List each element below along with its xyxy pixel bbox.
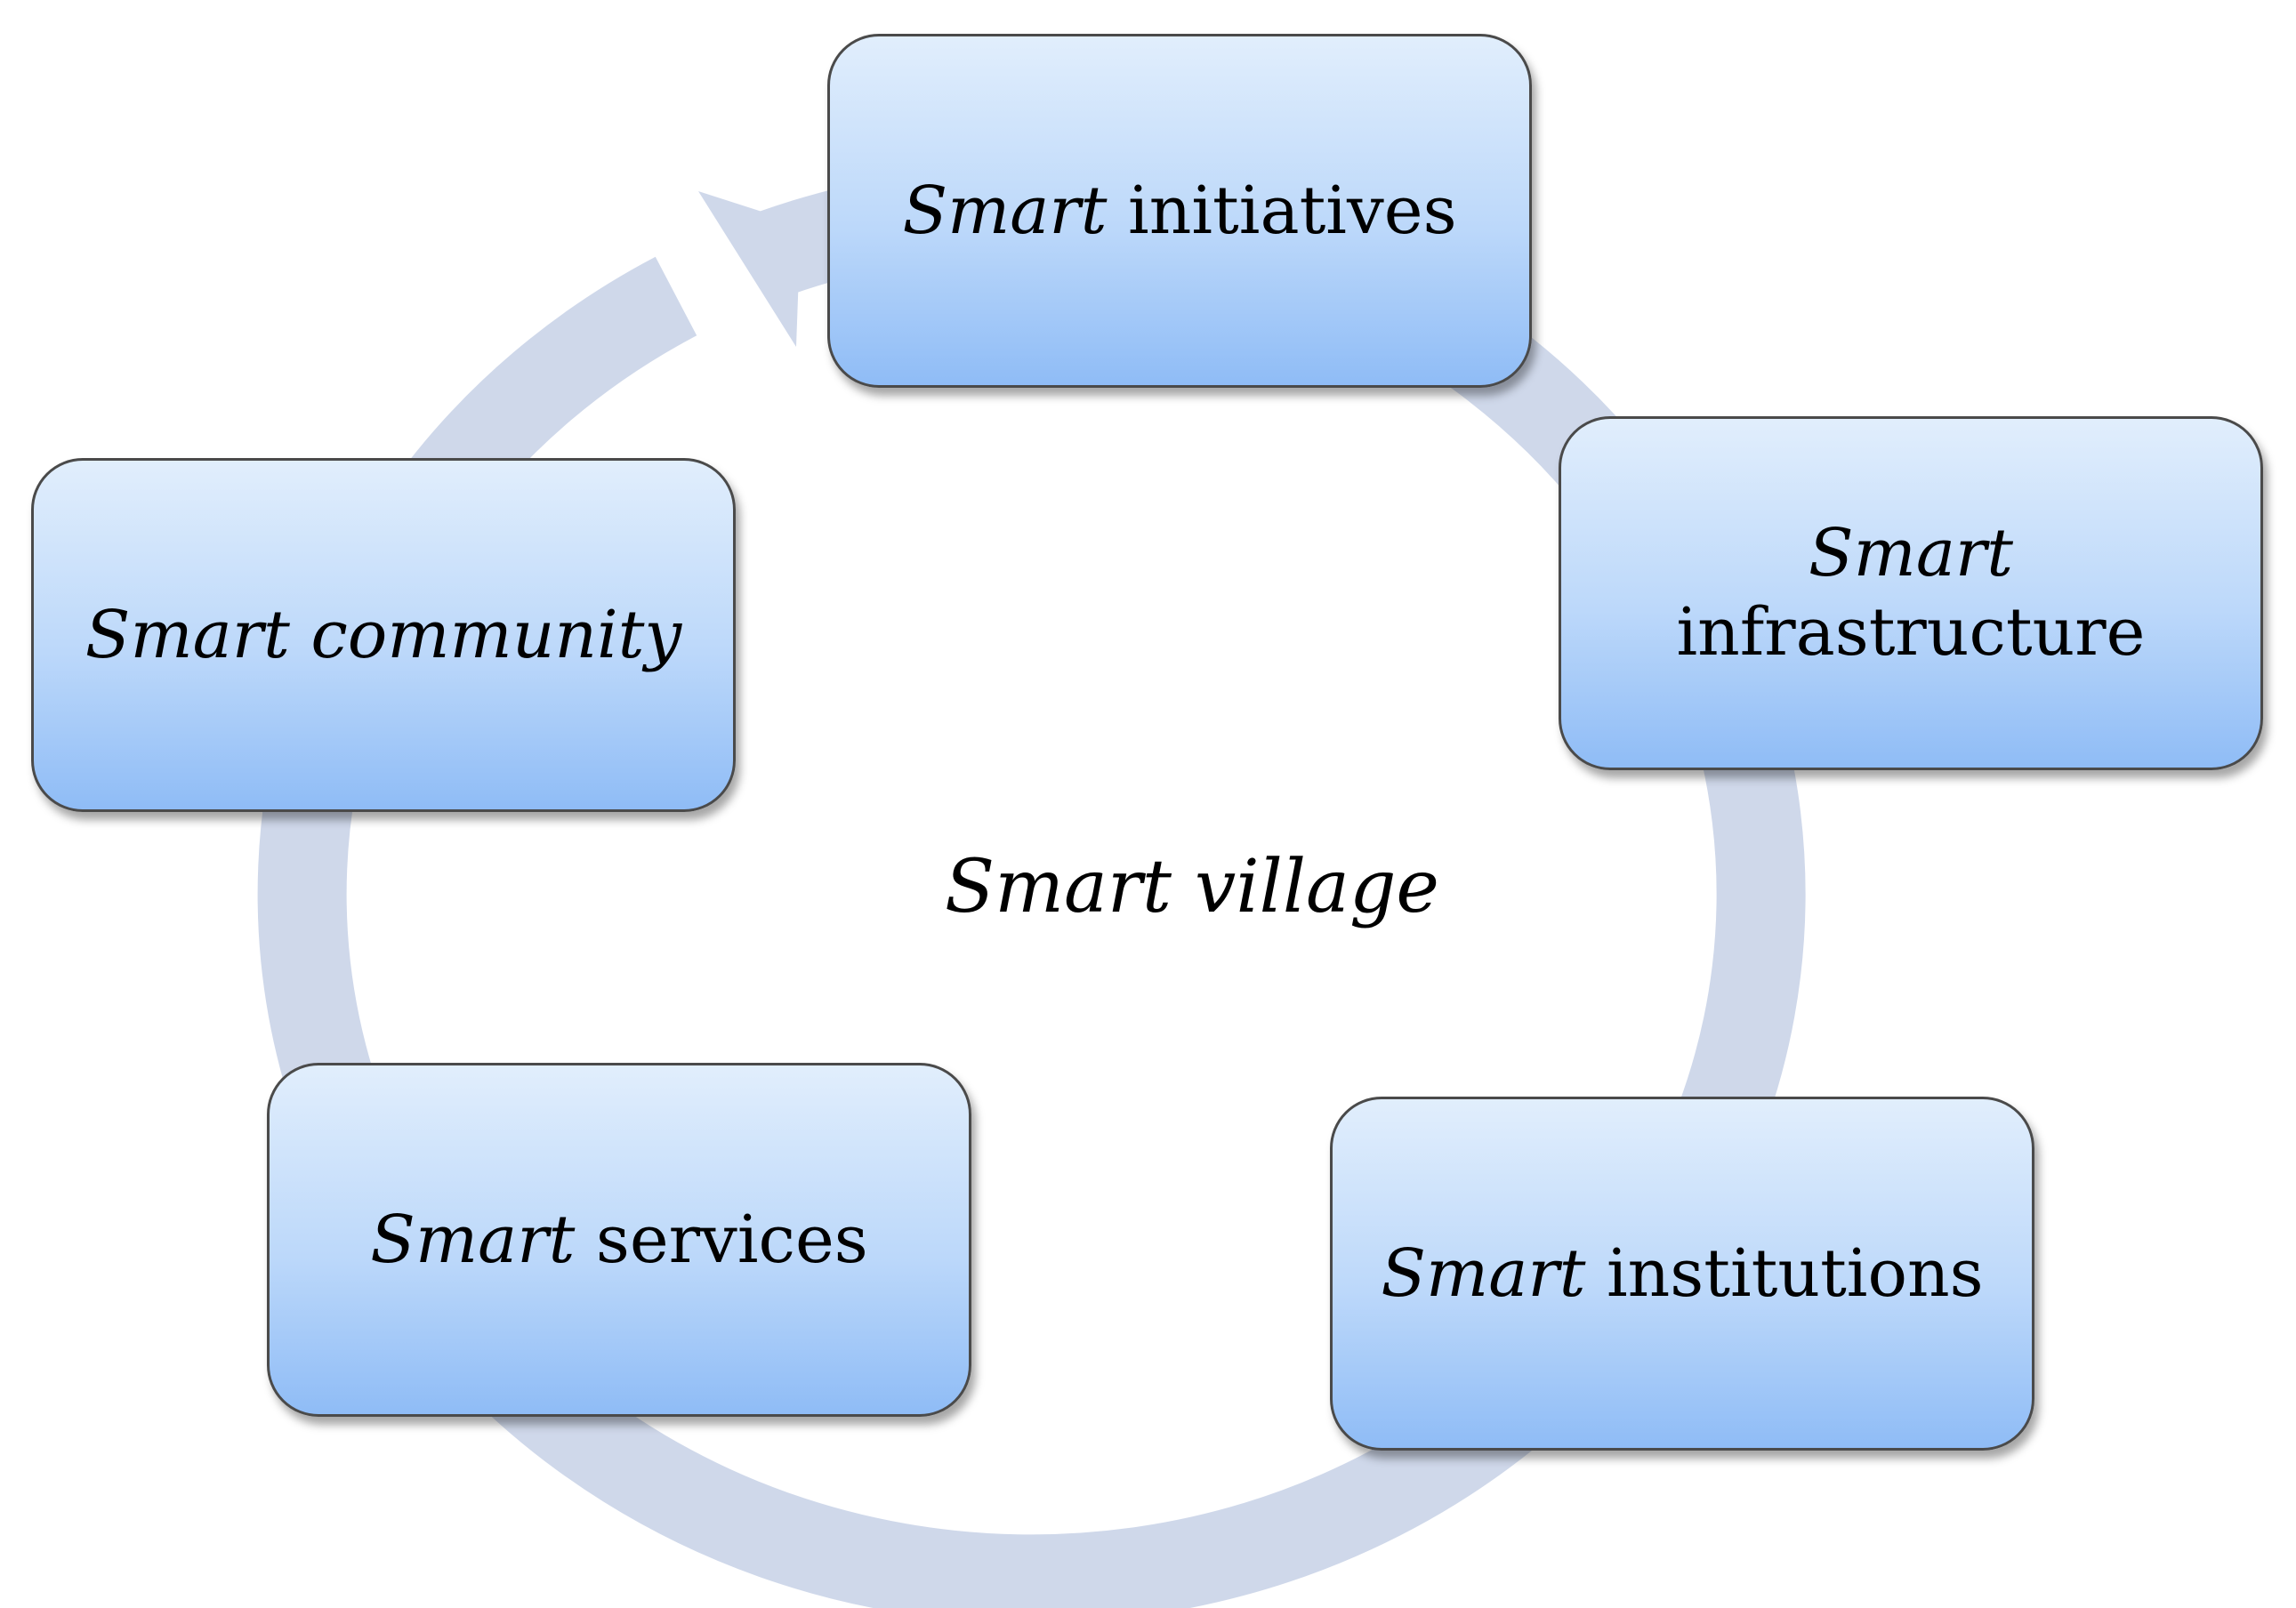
node-initiatives-italic: Smart bbox=[902, 172, 1108, 249]
node-services-italic: Smart bbox=[370, 1201, 576, 1278]
node-institutions-text: institutions bbox=[1585, 1234, 1984, 1312]
node-institutions-italic: Smart bbox=[1381, 1234, 1586, 1312]
node-community-italic: Smart community bbox=[85, 596, 682, 673]
node-smart-institutions: Smart institutions bbox=[1330, 1097, 2034, 1451]
node-infrastructure-italic: Smart bbox=[1808, 515, 2014, 592]
node-infrastructure-text: infrastructure bbox=[1676, 594, 2146, 671]
node-initiatives-text: initiatives bbox=[1107, 172, 1457, 249]
node-services-text: services bbox=[575, 1201, 868, 1278]
node-smart-community: Smart community bbox=[31, 458, 736, 812]
node-smart-initiatives: Smart initiatives bbox=[827, 34, 1532, 388]
center-label-smart-village: Smart village bbox=[945, 845, 1439, 929]
cycle-arrowhead bbox=[698, 191, 801, 347]
node-smart-services: Smart services bbox=[267, 1063, 971, 1417]
